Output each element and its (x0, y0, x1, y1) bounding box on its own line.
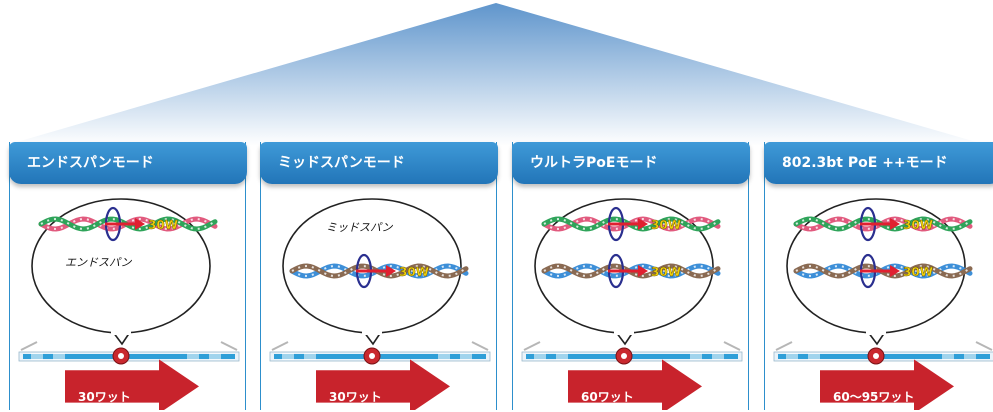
wire-pair: 30W (289, 253, 469, 289)
cable-connector (556, 353, 568, 360)
power-arrow-icon (890, 218, 900, 230)
cable-end-line (775, 341, 793, 351)
wattage-arrow (316, 359, 450, 410)
cable-connector (808, 353, 820, 360)
wire-stripe (543, 217, 719, 231)
wattage-label: 30ワット (329, 390, 382, 404)
wattage-label: 60ワット (581, 390, 634, 404)
cable-end-line (271, 341, 289, 351)
power-rating: 30W (651, 265, 681, 279)
power-rating: 30W (903, 265, 933, 279)
bubble-pointer-join (111, 327, 131, 335)
poe-diagram: 30Wミッドスパンデータ+電力30ワット (269, 198, 491, 410)
panel-title: エンドスパンモード (9, 142, 247, 184)
mode-panel: 802.3bt PoE ++モード30W30Wデータ+電力60～95ワット (764, 142, 993, 410)
wire-pair: 30W (793, 253, 973, 289)
panel-frame (764, 142, 993, 410)
wattage-arrow (820, 359, 954, 410)
power-arrow-icon (135, 218, 145, 230)
power-rating: 30W (903, 218, 933, 232)
cable-connector (460, 353, 472, 360)
cable-node-center (621, 353, 627, 359)
wire-pair: 30W (38, 206, 218, 242)
bubble-pointer-join (614, 327, 634, 335)
wattage-arrow (568, 359, 702, 410)
cable-node-center (369, 353, 375, 359)
wire-stripe (795, 217, 971, 231)
wire-stripe (291, 264, 467, 278)
mode-panel: ウルトラPoEモード30W30Wデータ+電力60ワット (512, 142, 750, 410)
cable-connector (964, 353, 976, 360)
wire-stripe (40, 217, 216, 231)
bubble-label: ミッドスパン (326, 221, 394, 234)
wire-stripe (291, 264, 467, 278)
wattage-arrow (65, 359, 199, 410)
wire-stripe (543, 264, 719, 278)
wire-pair: 30W (541, 253, 721, 289)
wire-stripe (543, 264, 719, 278)
cable-connector (712, 353, 724, 360)
wire-stripe (795, 217, 971, 231)
cable-node-center (118, 353, 124, 359)
cable-connector (209, 353, 221, 360)
power-rating: 30W (399, 265, 429, 279)
panel-frame (512, 142, 749, 410)
panel-title: ミッドスパンモード (260, 142, 498, 184)
cable-connector (534, 353, 546, 360)
cable-end-line (20, 341, 38, 351)
mode-panel: ミッドスパンモード30Wミッドスパンデータ+電力30ワット (260, 142, 498, 410)
power-arrow-icon (638, 218, 648, 230)
wattage-label: 30ワット (78, 390, 131, 404)
wattage-label: 60～95ワット (833, 390, 914, 404)
cable-end-line (723, 341, 741, 351)
panel-title: ウルトラPoEモード (512, 142, 750, 184)
wire-stripe (543, 217, 719, 231)
wire-stripe (40, 217, 216, 231)
mode-panel: エンドスパンモード30Wエンドスパンデータ+電力30ワット (9, 142, 247, 410)
cable-connector (304, 353, 316, 360)
power-rating: 30W (148, 218, 178, 232)
poe-diagram: 30W30Wデータ+電力60ワット (521, 198, 743, 410)
cable-end-line (220, 341, 238, 351)
poe-diagram: 30Wエンドスパンデータ+電力30ワット (18, 198, 240, 410)
wire-pair: 30W (793, 206, 973, 242)
cable-node-center (873, 353, 879, 359)
cable-connector (31, 353, 43, 360)
cable-connector (438, 353, 450, 360)
wire-stripe (795, 264, 971, 278)
panel-title: 802.3bt PoE ++モード (764, 142, 993, 184)
cable-connector (690, 353, 702, 360)
bubble-pointer-join (866, 327, 886, 335)
cable-connector (187, 353, 199, 360)
cable-connector (282, 353, 294, 360)
cable-connector (942, 353, 954, 360)
cable-connector (786, 353, 798, 360)
cable-connector (53, 353, 65, 360)
power-rating: 30W (651, 218, 681, 232)
cable-end-line (471, 341, 489, 351)
poe-diagram: 30W30Wデータ+電力60～95ワット (773, 198, 993, 410)
bubble-label: エンドスパン (65, 256, 133, 269)
wire-pair: 30W (541, 206, 721, 242)
bubble-pointer-join (362, 327, 382, 335)
panel-frame (9, 142, 246, 410)
power-arrow-icon (890, 265, 900, 277)
panel-frame (260, 142, 497, 410)
power-arrow-icon (638, 265, 648, 277)
wire-stripe (795, 264, 971, 278)
cable-end-line (975, 341, 993, 351)
power-arrow-icon (386, 265, 396, 277)
cable-end-line (523, 341, 541, 351)
